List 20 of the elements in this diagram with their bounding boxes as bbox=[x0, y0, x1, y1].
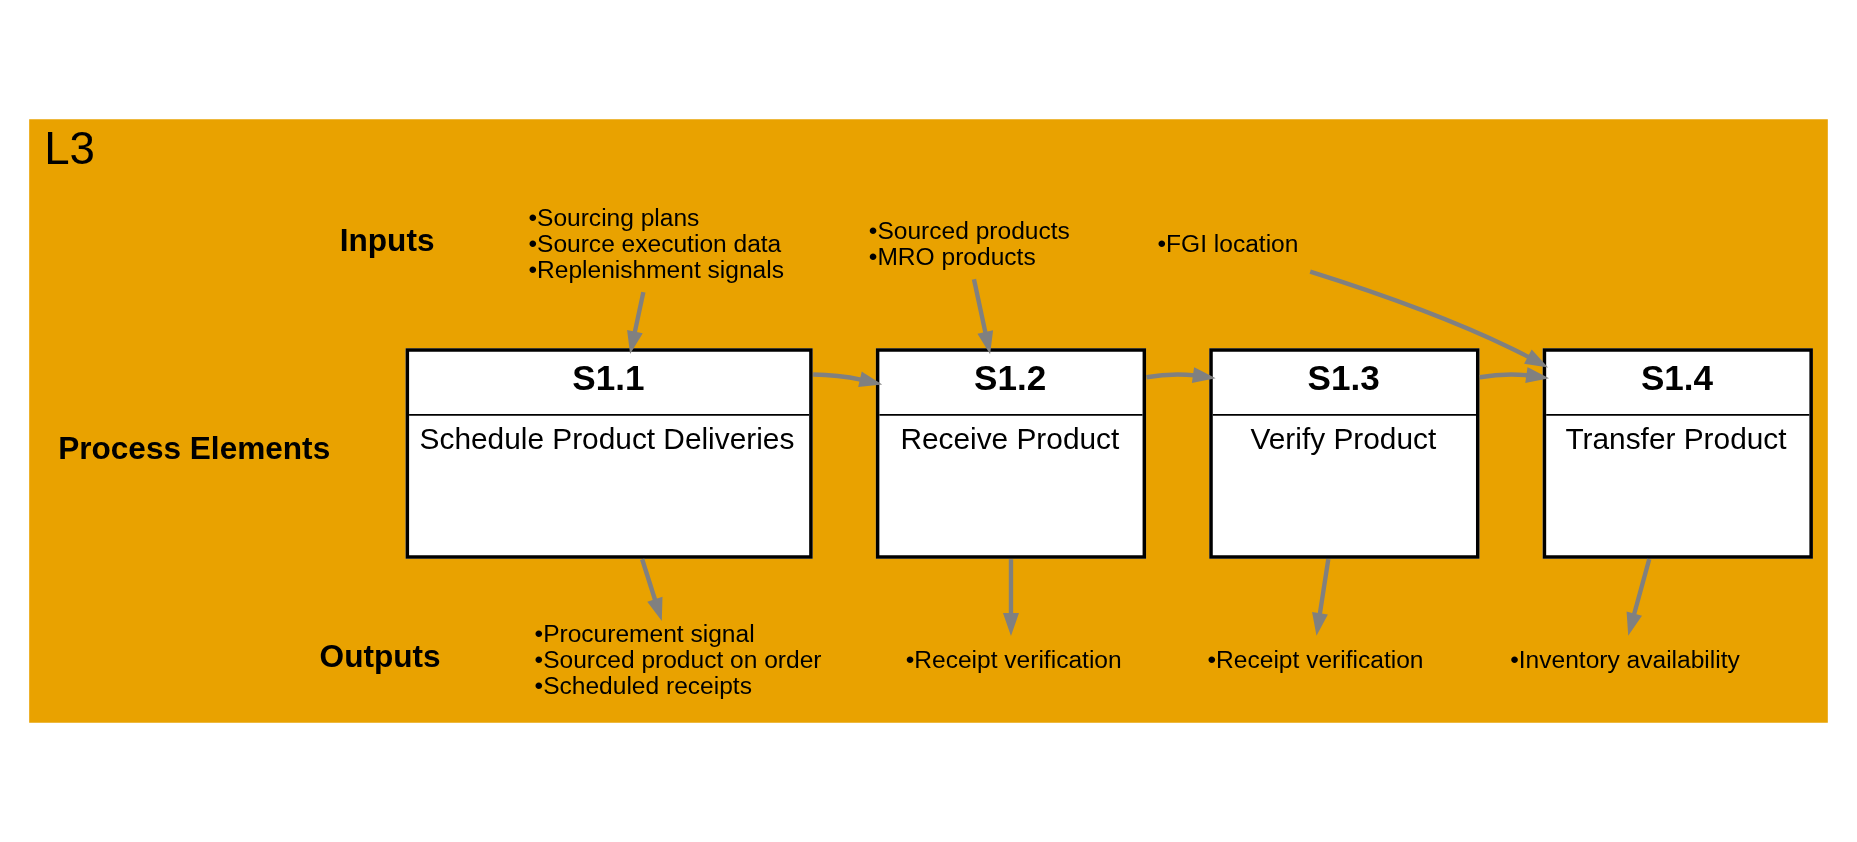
label: Process Elements bbox=[58, 430, 331, 467]
node-text: •FGI location bbox=[1157, 230, 1299, 258]
node-text: •Sourced products •MRO products bbox=[868, 216, 1070, 271]
arrow bbox=[1312, 558, 1331, 636]
arrow bbox=[813, 371, 883, 388]
arrow bbox=[1309, 269, 1549, 368]
arrow bbox=[1626, 558, 1652, 636]
arrow bbox=[1479, 367, 1550, 383]
node-text: •Inventory availability bbox=[1510, 645, 1740, 673]
label: Inputs bbox=[339, 222, 435, 259]
node-text: •Receipt verification bbox=[1207, 645, 1424, 673]
node-text: •Sourcing plans •Source execution data •Replenishment signals bbox=[528, 203, 784, 284]
arrow bbox=[971, 278, 994, 355]
node-text: •Receipt verification bbox=[905, 645, 1122, 673]
label: Outputs bbox=[319, 638, 441, 675]
arrow bbox=[627, 291, 646, 354]
arrow bbox=[1146, 367, 1216, 383]
node-text: •Procurement signal •Sourced product on order •Scheduled receipts bbox=[534, 619, 822, 700]
arrow bbox=[1002, 559, 1019, 636]
arrow bbox=[640, 558, 663, 622]
